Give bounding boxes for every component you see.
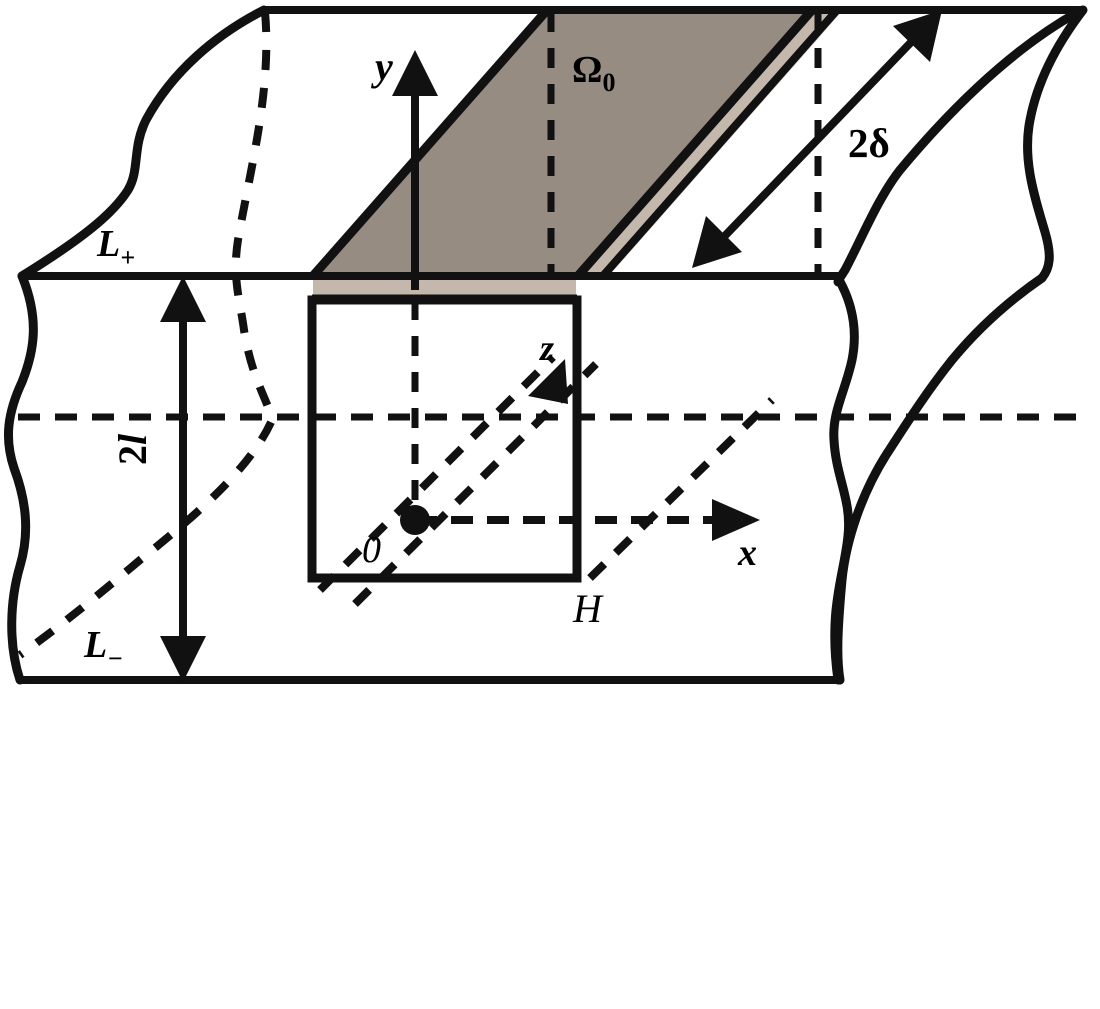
torn-edge-right-outer [833, 273, 1047, 685]
z-axis-arrowhead-icon [528, 359, 568, 404]
label-slot-width-h: H [572, 586, 604, 631]
label-bottom-surface-base: L [83, 624, 107, 666]
label-x-axis: x [737, 532, 757, 574]
label-origin: 0 [362, 529, 381, 571]
torn-edge-left-front-face [3, 271, 38, 685]
label-bottom-surface: L− [83, 624, 123, 673]
torn-edge-left-top-face [17, 5, 269, 281]
label-omega0-base: Ω [572, 49, 602, 91]
z-axis-dashed-line [317, 354, 556, 593]
slot-left-boundary-edge [308, 6, 552, 280]
dimension-2delta-arrowhead-lower-icon [692, 216, 742, 268]
torn-edge-right-top-face [1023, 5, 1088, 283]
label-thickness-2l: 2l [110, 433, 155, 465]
label-2delta: 2δ [848, 120, 890, 166]
label-z-axis: z [538, 328, 554, 368]
x-axis-arrowhead-icon [712, 499, 760, 541]
label-omega0: Ω0 [572, 49, 615, 97]
y-axis-arrowhead-icon [392, 50, 438, 96]
slot-domain-omega0-face [312, 8, 813, 277]
dimension-2l-arrowhead-top-icon [160, 276, 206, 322]
label-top-surface: L+ [96, 223, 135, 272]
label-bottom-surface-sub: − [107, 644, 123, 673]
dimension-2delta-shaft [715, 32, 921, 246]
dimension-2delta-arrowhead-upper-icon [893, 10, 942, 62]
depth-dashed-line-right [587, 397, 775, 581]
dimension-2l-arrowhead-bottom-icon [160, 636, 206, 682]
label-thickness-2l-base: 2 [110, 445, 155, 465]
label-omega0-sub: 0 [602, 68, 615, 97]
slot-opening-strip [313, 278, 576, 299]
torn-edge-right-fold [833, 7, 1083, 287]
torn-edge-left-hidden-dashed [17, 11, 277, 659]
label-y-axis: y [371, 44, 393, 89]
slot-right-outer-wall-edge [598, 6, 842, 280]
slot-front-opening-box [307, 295, 582, 583]
slot-right-boundary-edge [573, 6, 817, 280]
label-top-surface-sub: + [120, 243, 135, 272]
origin-point-marker [400, 505, 430, 535]
label-top-surface-base: L [96, 223, 120, 265]
label-thickness-2l-italic: l [110, 433, 155, 445]
